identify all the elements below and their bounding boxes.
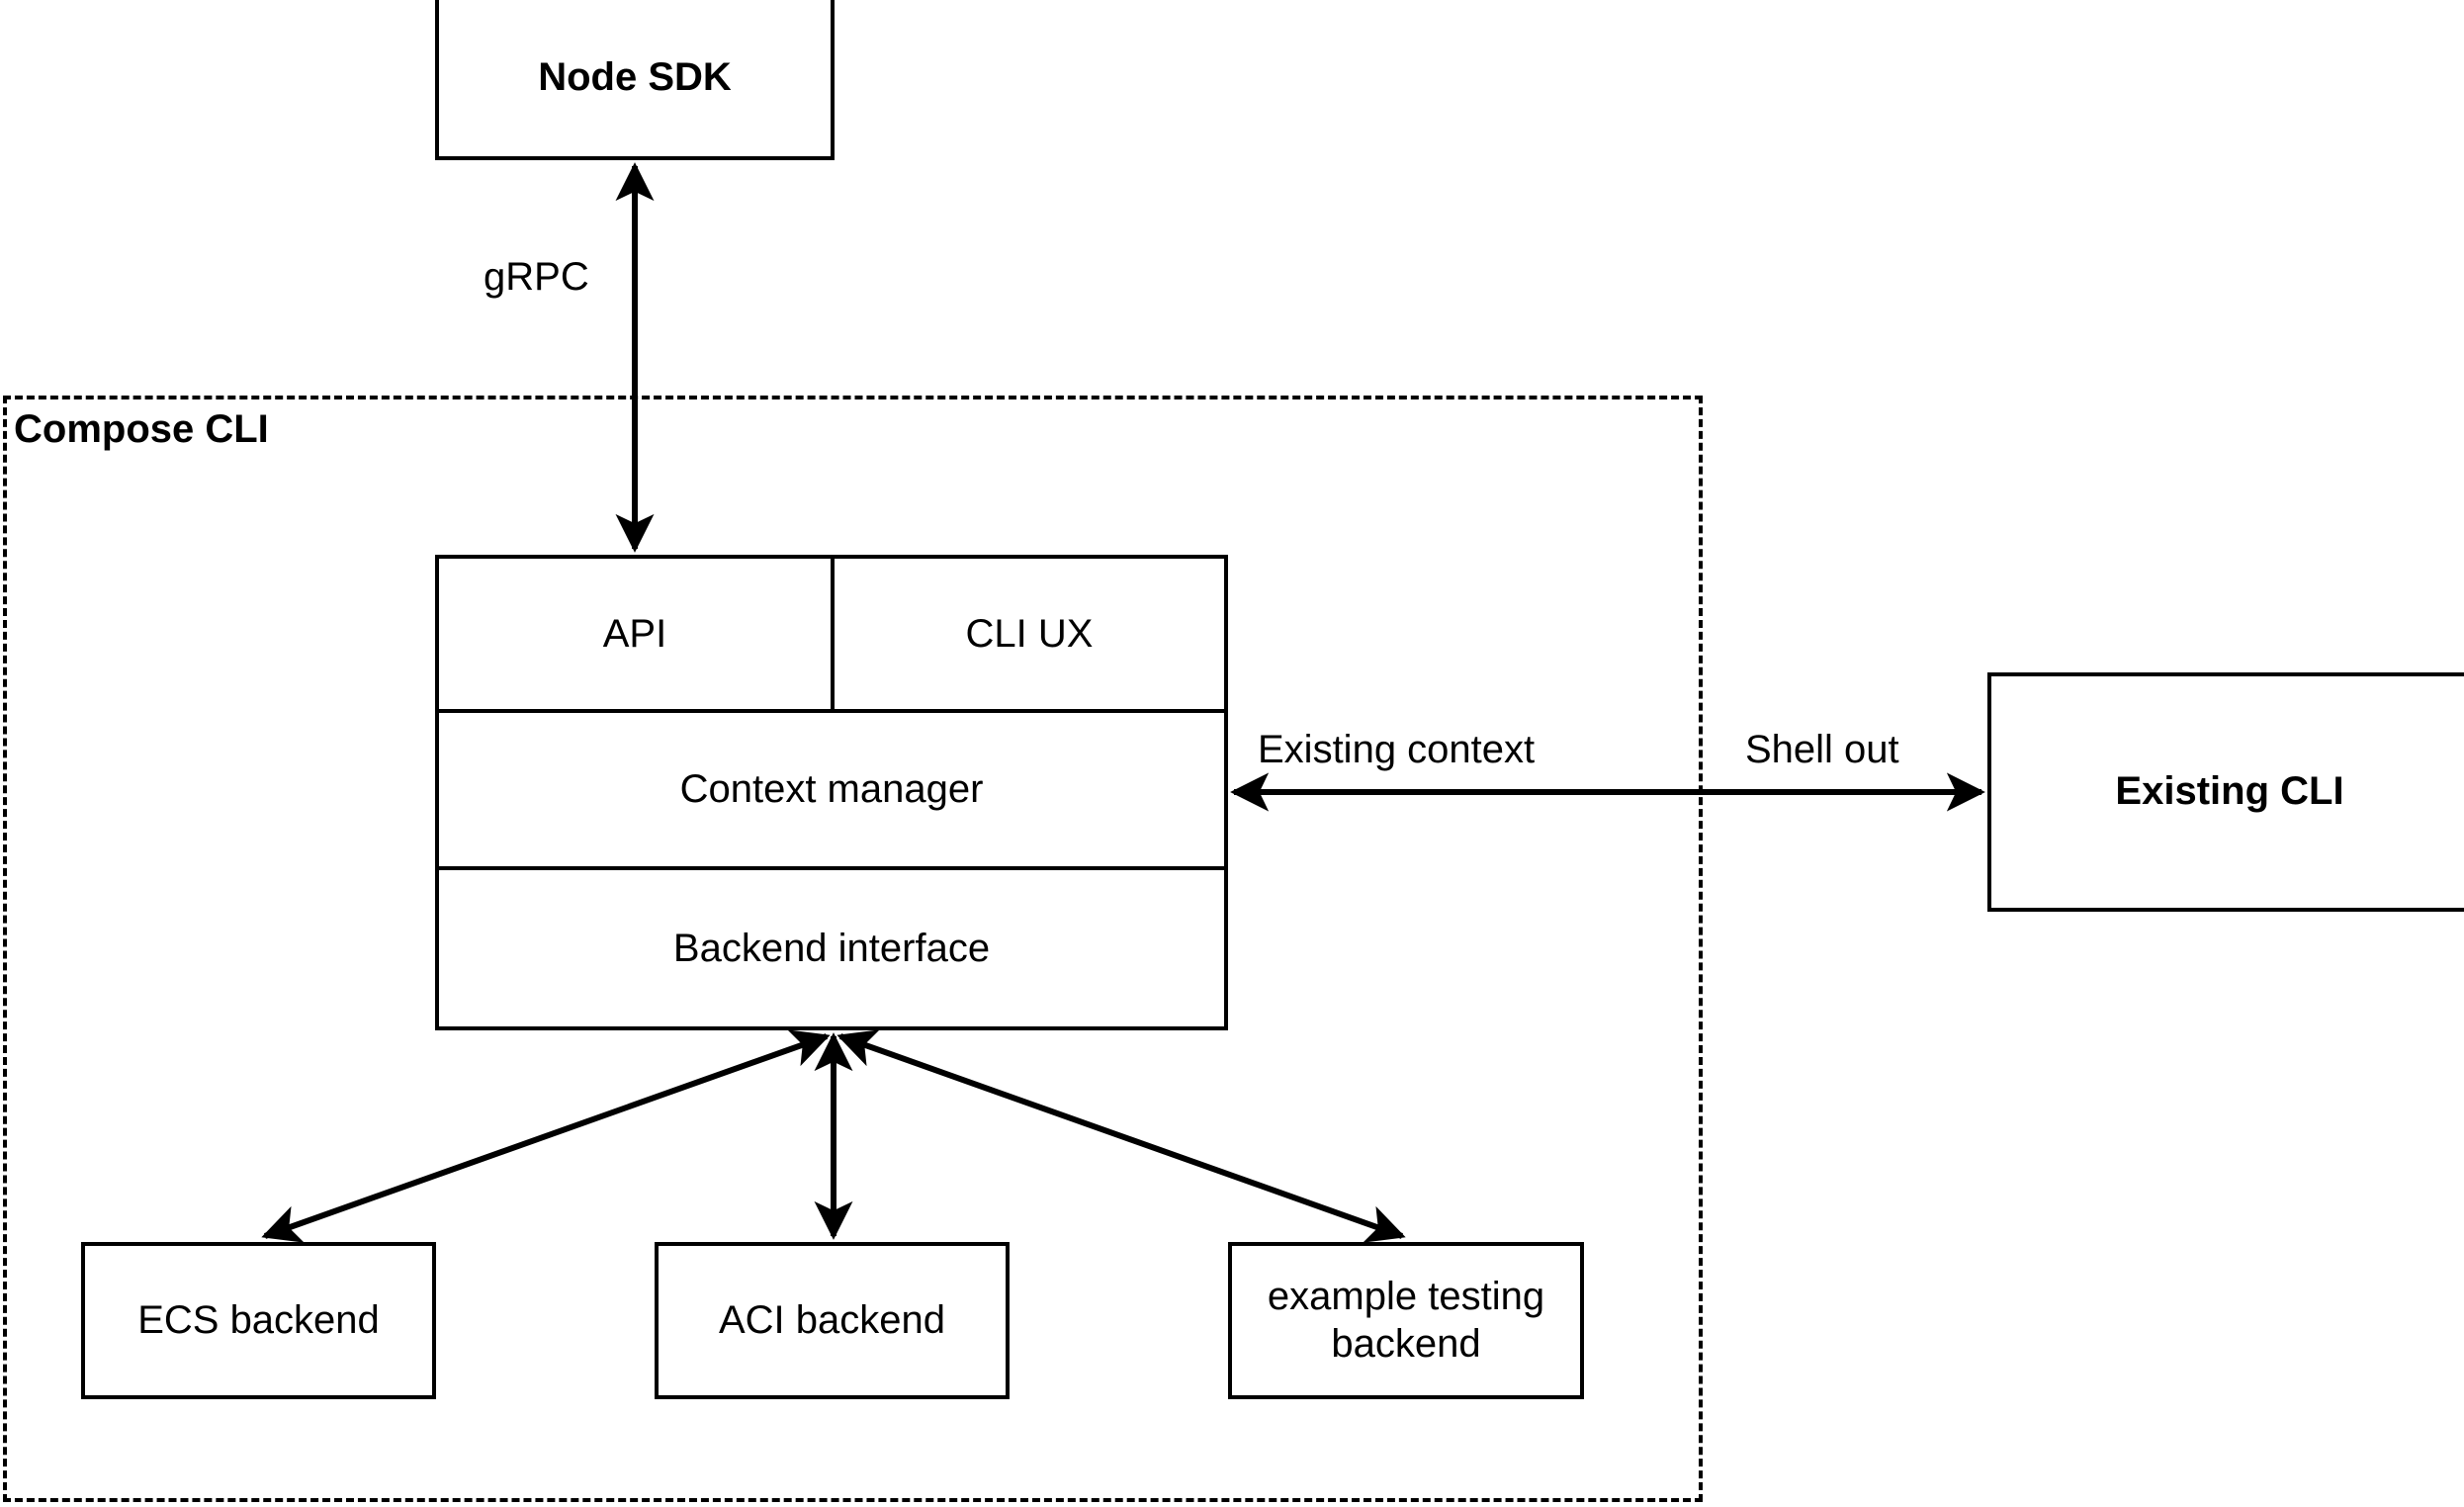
group-compose-cli [3, 396, 1703, 1502]
node-api[interactable]: API [602, 611, 667, 656]
compose-core-block [435, 555, 1228, 1030]
node-aci-backend[interactable]: ACI backend [655, 1242, 1010, 1399]
core-divider-row1 [435, 709, 1228, 713]
node-existing-cli[interactable]: Existing CLI [1987, 672, 2464, 912]
edge-label-shell-out: Shell out [1745, 728, 1899, 771]
edge-label-existing-context: Existing context [1258, 728, 1536, 771]
core-divider-row2 [435, 866, 1228, 870]
node-example-testing-backend-line1: example testing [1267, 1275, 1545, 1319]
node-ecs-backend[interactable]: ECS backend [81, 1242, 436, 1399]
edge-label-grpc: gRPC [484, 255, 589, 299]
node-context-manager[interactable]: Context manager [679, 767, 984, 811]
group-compose-cli-label: Compose CLI [14, 407, 269, 451]
node-example-testing-backend-line2: backend [1331, 1321, 1481, 1366]
node-example-testing-backend[interactable]: example testing backend [1228, 1242, 1584, 1399]
node-node-sdk[interactable]: Node SDK [435, 0, 835, 160]
node-backend-interface[interactable]: Backend interface [672, 926, 991, 970]
node-cli-ux[interactable]: CLI UX [965, 611, 1094, 656]
core-divider-api-cliux [831, 555, 835, 713]
